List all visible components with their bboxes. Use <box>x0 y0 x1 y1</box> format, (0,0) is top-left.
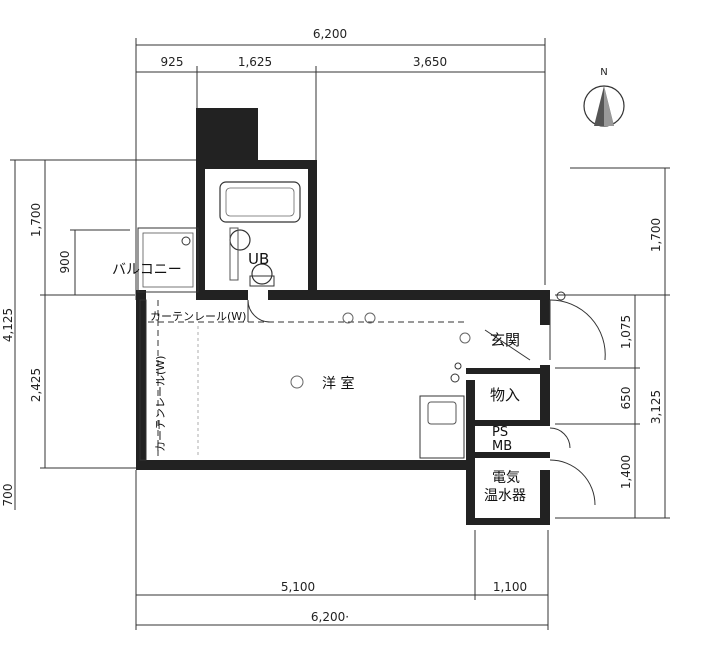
dim-right-entrance: 1,075 <box>619 315 633 349</box>
dim-left-upper: 1,700 <box>29 203 43 237</box>
compass-label: N <box>600 67 607 78</box>
dim-top-seg2: 1,625 <box>238 55 272 69</box>
label-balcony: バルコニー <box>112 262 182 278</box>
balcony <box>137 227 199 293</box>
dim-top-seg1: 925 <box>161 55 184 69</box>
label-water-heater-1: 電気 <box>492 470 520 486</box>
dim-top-seg3: 3,650 <box>413 55 447 69</box>
dim-right-upper: 1,700 <box>649 218 663 252</box>
compass-icon: N <box>583 67 625 127</box>
label-ps: PS <box>492 425 508 440</box>
dim-bottom-seg2: 1,100 <box>493 580 527 594</box>
bath-door <box>247 299 271 323</box>
dim-bottom-total: 6,200· <box>311 610 349 624</box>
unit-bath <box>219 181 301 287</box>
bottom-dimensions: 5,100 1,100 6,200· <box>135 470 549 630</box>
label-storage: 物入 <box>490 386 520 404</box>
walls <box>136 108 550 525</box>
entrance-door <box>549 291 606 361</box>
label-curtain-top: カーテンレール(W) <box>150 310 246 323</box>
label-western-room: 洋 室 <box>322 375 354 392</box>
top-dimensions: 6,200 925 1,625 3,650 <box>135 27 546 300</box>
left-dimensions: 1,700 900 4,125 2,425 700 <box>1 159 200 510</box>
dim-right-lower: 1,400 <box>619 455 633 489</box>
dim-top-total: 6,200 <box>313 27 347 41</box>
dim-left-total: 4,125 <box>1 308 15 342</box>
closet-doors <box>484 329 596 506</box>
western-room <box>139 299 471 461</box>
dim-left-balcony: 900 <box>58 251 72 274</box>
label-entrance: 玄関 <box>490 331 520 349</box>
label-bath: UB <box>248 250 269 268</box>
right-dimensions: 1,700 1,075 650 3,125 1,400 <box>555 167 670 519</box>
label-water-heater-2: 温水器 <box>484 488 526 504</box>
dim-bottom-seg1: 5,100 <box>281 580 315 594</box>
dim-left-lower: 2,425 <box>29 368 43 402</box>
dim-right-total: 3,125 <box>649 390 663 424</box>
dim-right-storage: 650 <box>619 387 633 410</box>
dim-left-bottom: 700 <box>1 484 15 507</box>
label-curtain-side: カーテンレール(W) <box>154 356 167 452</box>
label-mb: MB <box>492 439 512 454</box>
